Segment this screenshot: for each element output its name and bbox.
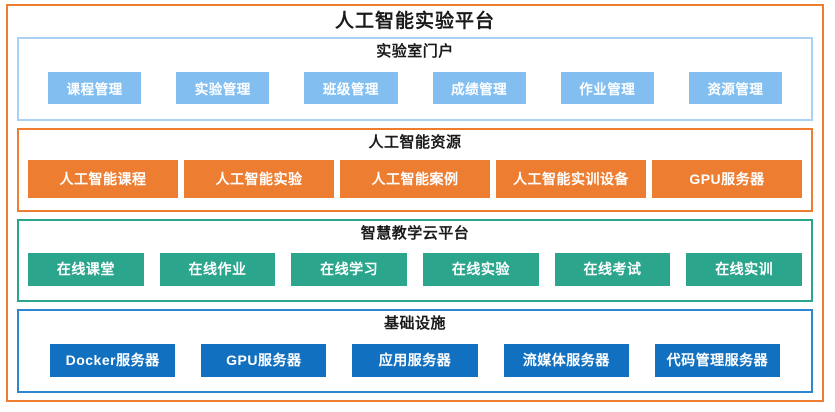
layer-ai-resource-title: 人工智能资源 [368, 133, 462, 151]
tile-online-homework[interactable]: 在线作业 [159, 252, 276, 286]
platform-title: 人工智能实验平台 [334, 11, 495, 32]
tile-online-training[interactable]: 在线实训 [686, 252, 803, 286]
layer-ai-resource: 人工智能资源 人工智能课程 人工智能实验 人工智能案例 人工智能实训设备 GPU… [17, 127, 813, 212]
tile-online-experiment[interactable]: 在线实验 [423, 252, 539, 286]
tile-gpu-server-infra[interactable]: GPU服务器 [201, 343, 327, 377]
tile-class-management[interactable]: 班级管理 [304, 71, 398, 104]
tile-experiment-management[interactable]: 实验管理 [176, 71, 270, 104]
layer-infrastructure-title: 基础设施 [383, 315, 446, 333]
tile-gpu-server-resource[interactable]: GPU服务器 [652, 159, 802, 198]
layer-teaching-cloud-tiles: 在线课堂 在线作业 在线学习 在线实验 在线考试 在线实训 [28, 245, 803, 301]
layer-teaching-cloud: 智慧教学云平台 在线课堂 在线作业 在线学习 在线实验 在线考试 在线实训 [17, 218, 813, 303]
platform-diagram-frame: 人工智能实验平台 实验室门户 课程管理 实验管理 班级管理 成绩管理 作业管理 … [6, 4, 824, 402]
layer-infrastructure-tiles: Docker服务器 GPU服务器 应用服务器 流媒体服务器 代码管理服务器 [28, 335, 802, 391]
tile-online-exam[interactable]: 在线考试 [554, 252, 671, 286]
tile-resource-management[interactable]: 资源管理 [688, 71, 783, 104]
tile-docker-server[interactable]: Docker服务器 [50, 343, 176, 377]
layer-portal-tiles: 课程管理 实验管理 班级管理 成绩管理 作业管理 资源管理 [28, 63, 802, 119]
tile-streaming-server[interactable]: 流媒体服务器 [503, 343, 629, 377]
tile-course-management[interactable]: 课程管理 [48, 71, 142, 104]
layer-portal: 实验室门户 课程管理 实验管理 班级管理 成绩管理 作业管理 资源管理 [17, 37, 813, 121]
tile-ai-training-equipment[interactable]: 人工智能实训设备 [496, 159, 646, 198]
layer-teaching-cloud-title: 智慧教学云平台 [360, 224, 470, 242]
layer-portal-title: 实验室门户 [376, 43, 454, 60]
tile-application-server[interactable]: 应用服务器 [352, 343, 478, 377]
layer-infrastructure: 基础设施 Docker服务器 GPU服务器 应用服务器 流媒体服务器 代码管理服… [17, 309, 813, 393]
tile-grade-management[interactable]: 成绩管理 [432, 71, 526, 104]
layer-ai-resource-tiles: 人工智能课程 人工智能实验 人工智能案例 人工智能实训设备 GPU服务器 [28, 154, 802, 210]
tile-code-management-server[interactable]: 代码管理服务器 [654, 343, 781, 377]
tile-ai-case[interactable]: 人工智能案例 [340, 159, 490, 198]
tile-online-classroom[interactable]: 在线课堂 [28, 252, 144, 286]
layer-stack: 实验室门户 课程管理 实验管理 班级管理 成绩管理 作业管理 资源管理 人工智能… [8, 37, 822, 400]
tile-homework-management[interactable]: 作业管理 [560, 71, 654, 104]
tile-ai-experiment[interactable]: 人工智能实验 [184, 159, 334, 198]
tile-online-learning[interactable]: 在线学习 [291, 252, 408, 286]
tile-ai-course[interactable]: 人工智能课程 [28, 159, 178, 198]
